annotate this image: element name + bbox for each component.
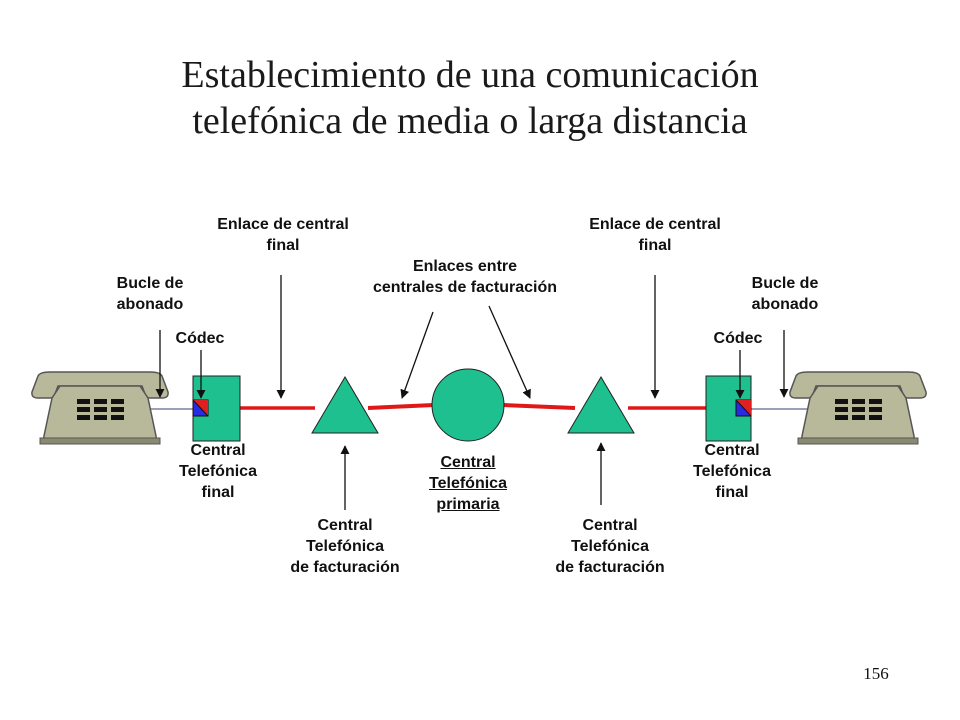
- title-line-1: Establecimiento de una comunicación: [181, 54, 759, 96]
- label-codec-left: Códec: [175, 330, 225, 347]
- label-central-primaria: Central Telefónica primaria: [429, 454, 507, 513]
- label-bucle-abonado-right: Bucle de abonado: [751, 275, 819, 313]
- label-enlace-central-final-left: Enlace de central final: [217, 216, 349, 254]
- page-title: Establecimiento de una comunicación tele…: [0, 52, 940, 144]
- arrow-enlaces-left: [400, 311, 434, 399]
- central-facturacion-left-node: [311, 376, 379, 434]
- codec-icon: [192, 399, 209, 417]
- page-number: 156: [863, 664, 889, 683]
- trunk-line-billing-primary-right: [502, 403, 576, 410]
- title-line-2: telefónica de media o larga distancia: [192, 100, 748, 142]
- label-enlace-central-final-right: Enlace de central final: [589, 216, 721, 254]
- central-facturacion-right-node: [567, 376, 635, 434]
- label-codec-right: Códec: [713, 330, 763, 347]
- label-central-facturacion-right: Central Telefónica de facturación: [555, 517, 665, 576]
- label-central-facturacion-left: Central Telefónica de facturación: [290, 517, 400, 576]
- trunk-line-billing-primary-left: [367, 403, 435, 410]
- label-central-final-right: Central Telefónica final: [693, 442, 771, 501]
- label-bucle-abonado-left: Bucle de abonado: [116, 275, 184, 313]
- label-enlaces-entre-centrales: Enlaces entre centrales de facturación: [372, 258, 558, 296]
- arrow-enlaces-right: [488, 305, 531, 399]
- central-primaria-node: [431, 368, 505, 442]
- telephone-icon: [31, 371, 169, 445]
- telephone-icon: [789, 371, 927, 445]
- label-central-final-left: Central Telefónica final: [179, 442, 257, 501]
- codec-icon: [735, 399, 752, 417]
